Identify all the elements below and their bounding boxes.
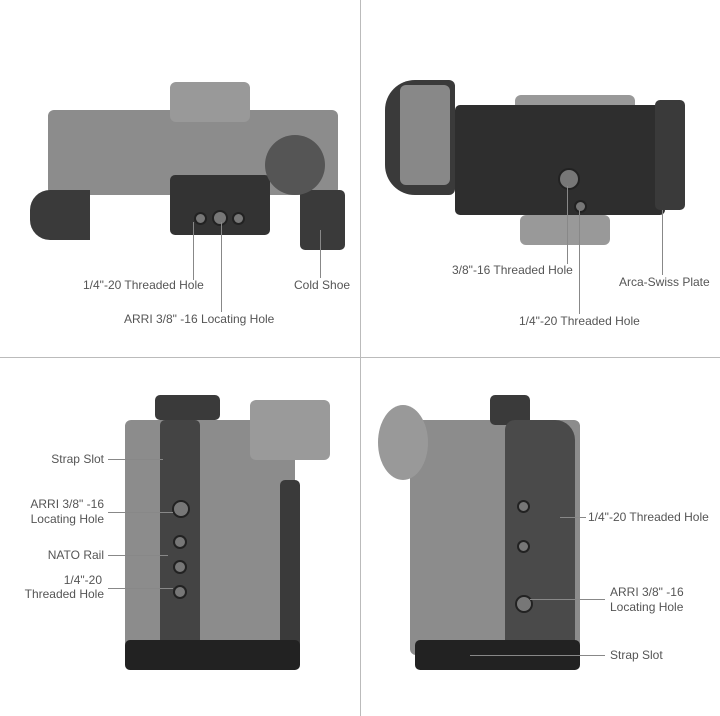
vertical-divider [360, 0, 361, 716]
label-arri-line1: ARRI 3/8" -16 [610, 585, 684, 599]
label-cold-shoe: Cold Shoe [294, 278, 351, 292]
label-strap-slot: Strap Slot [610, 648, 663, 662]
label-threaded-line2: Threaded Hole [24, 587, 104, 601]
label-arri-line2: Locating Hole [30, 512, 104, 526]
label-threaded-hole: 1/4"-20 Threaded Hole [83, 278, 204, 292]
label-threaded-hole: 1/4"-20 Threaded Hole [588, 510, 709, 524]
label-threaded-line1: 1/4"-20 [63, 573, 102, 587]
label-threaded-hole-1-4: 1/4"-20 Threaded Hole [519, 314, 640, 328]
label-strap-slot: Strap Slot [51, 452, 104, 466]
horizontal-divider [0, 357, 720, 358]
label-arri-locating-hole: ARRI 3/8" -16 Locating Hole [124, 312, 275, 326]
label-arri-line2: Locating Hole [610, 600, 684, 614]
label-arca-swiss-plate: Arca-Swiss Plate [619, 275, 710, 289]
label-nato-rail: NATO Rail [47, 548, 104, 562]
label-arri-line1: ARRI 3/8" -16 [30, 497, 104, 511]
label-threaded-hole-3-8: 3/8"-16 Threaded Hole [452, 263, 573, 277]
